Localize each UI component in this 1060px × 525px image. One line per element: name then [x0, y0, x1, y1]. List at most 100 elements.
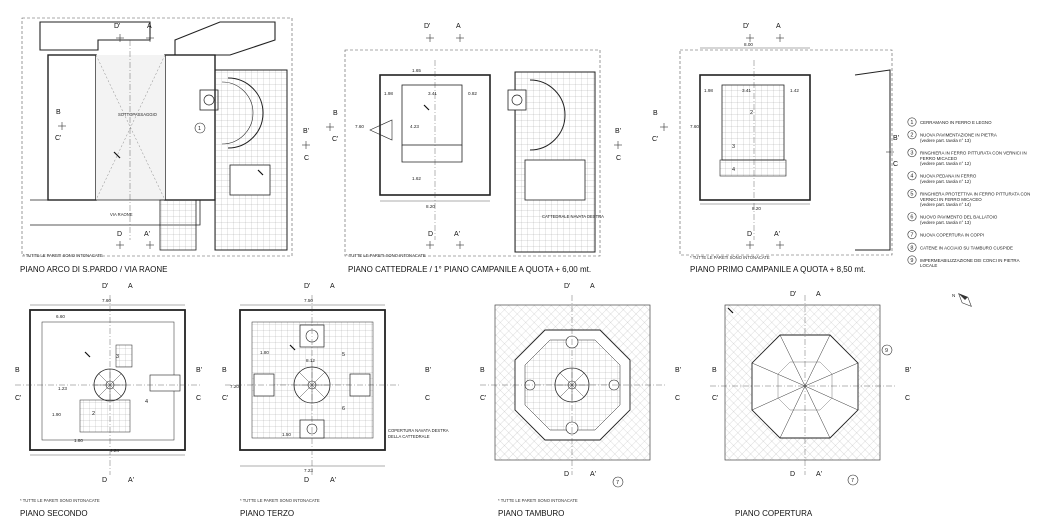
section-b-left: B [15, 367, 20, 374]
dim-1-98: 1.98 [384, 91, 393, 96]
section-b-prime-right: B' [905, 367, 911, 374]
walls-note: * TUTTE LE PARETI SONO INTONACATE [498, 498, 578, 503]
dim-4-23: 4.23 [410, 124, 419, 129]
section-d-bottom: D [790, 471, 795, 478]
legend-marker [907, 212, 917, 222]
dim-7-60: 7.60 [102, 298, 111, 303]
dim-6-60: 6.60 [56, 314, 65, 319]
plan-secondo: 7.60 6.60 1.90 1.80 4.24 1.23 3 2 4 D' A… [15, 283, 202, 518]
dim-1-80: 1.80 [260, 350, 269, 355]
legend-number: 2 [910, 133, 913, 139]
legend-text: RINGHIERA PROTETTIVA IN FERRO PITTURATA … [920, 192, 1030, 197]
section-d-prime-top: D' [102, 283, 108, 290]
dim-1-90: 1.90 [52, 412, 61, 417]
section-a-top: A [456, 23, 461, 30]
section-d-bottom: D [117, 231, 122, 238]
section-a-top: A [816, 291, 821, 298]
dim-0-82: 0.82 [468, 91, 477, 96]
section-b-prime-right: B' [425, 367, 431, 374]
dim-7-50: 7.50 [304, 298, 313, 303]
legend-marker [907, 117, 917, 127]
section-b-left: B [56, 109, 61, 116]
copertura-navata-label-2: DELLA CATTEDRALE [388, 434, 430, 439]
marker-2: 2 [92, 411, 95, 417]
section-d-prime-top: D' [564, 283, 570, 290]
marker-7: 7 [616, 480, 619, 486]
marker-3: 3 [116, 354, 119, 360]
plan-copertura: 9 7 D' A B C' B' C D A' PIANO COPERTURA [710, 291, 911, 518]
section-c-right: C [304, 155, 309, 162]
section-c-prime-left: C' [222, 395, 228, 402]
section-b-prime-right: B' [893, 135, 899, 142]
legend-text: NUOVA COPERTURA IN COPPI [920, 233, 984, 238]
legend-marker [907, 130, 917, 140]
legend-text: CERRAMANO IN FERRO E LEGNO [920, 120, 992, 125]
plan-title-terzo: PIANO TERZO [240, 509, 294, 518]
dim-1-80: 1.80 [74, 438, 83, 443]
plan-tamburo: 7 D' A B C' B' C D A' * TUTTE LE PARETI … [480, 283, 681, 518]
dim-8-12: 8.12 [306, 358, 315, 363]
section-c-right: C [616, 155, 621, 162]
walls-note: * TUTTE LE PARETI SONO INTONACATE [690, 255, 770, 260]
section-c-right: C [905, 395, 910, 402]
section-b-prime-right: B' [303, 128, 309, 135]
plan-primo-campanile: 8.00 1.98 3.41 1.42 7.60 8.20 2 3 4 D' A… [652, 23, 899, 274]
copertura-navata-label-1: COPERTURA NAVATA DESTRA [388, 428, 449, 433]
marker-7: 7 [851, 478, 854, 484]
legend-text: NUOVO PAVIMENTO DEL BALLATOIO [920, 215, 998, 220]
section-b-left: B [222, 367, 227, 374]
section-c-right: C [893, 161, 898, 168]
dim-1-98: 1.98 [704, 88, 713, 93]
legend-text: NUOVA PAVIMENTAZIONE IN PIETRA [920, 133, 997, 138]
sottopassaggio-label: SOTTOPASSAGGIO [118, 112, 158, 117]
marker-5: 5 [342, 352, 345, 358]
plan-title-copertura: PIANO COPERTURA [735, 509, 813, 518]
marker-3: 3 [732, 144, 735, 150]
dim-4-24: 4.24 [110, 448, 119, 453]
walls-note: * TUTTE LE PARETI SONO INTONACATE [346, 253, 426, 258]
section-a-prime-bottom: A' [774, 231, 780, 238]
section-d-bottom: D [564, 471, 569, 478]
section-c-right: C [196, 395, 201, 402]
legend-marker [907, 255, 917, 265]
marker-4: 4 [732, 167, 735, 173]
section-d-prime-top: D' [114, 23, 120, 30]
plan-cattedrale: CATTEDRALE NAVATA DESTRA 1.98 3.41 0.82 … [325, 23, 623, 274]
plan-arco-s-pardo: SOTTOPASSAGGIO VIA RAONE 1 D' A B C' B' … [20, 17, 311, 274]
section-c-right: C [425, 395, 430, 402]
section-d-prime-top: D' [304, 283, 310, 290]
dim-1-23: 1.23 [58, 386, 67, 391]
plan-title-arco: PIANO ARCO DI S.PARDO / VIA RAONE [20, 265, 167, 274]
legend-text: NUOVA PEDANA IN FERRO [920, 174, 977, 179]
section-d-prime-top: D' [743, 23, 749, 30]
marker-4: 4 [145, 399, 148, 405]
dim-3-41: 3.41 [428, 91, 437, 96]
dim-1-62: 1.62 [412, 176, 421, 181]
section-c-prime-left: C' [55, 135, 61, 142]
section-d-bottom: D [747, 231, 752, 238]
dim-7-60: 7.60 [355, 124, 364, 129]
section-a-prime-bottom: A' [128, 477, 134, 484]
legend-marker [907, 242, 917, 252]
legend-marker [907, 189, 917, 199]
plan-title-secondo: PIANO SECONDO [20, 509, 88, 518]
section-a-top: A [590, 283, 595, 290]
section-d-prime-top: D' [790, 291, 796, 298]
legend-text: IMPERMEABILIZZAZIONE DEI CONCI IN PIETRA [920, 258, 1020, 263]
section-c-prime-left: C' [480, 395, 486, 402]
marker-2: 2 [750, 110, 753, 116]
legend-text: (vedere part. tavola n° 12) [920, 179, 971, 184]
navata-label: CATTEDRALE NAVATA DESTRA [542, 214, 604, 219]
plan-terzo: 7.50 1.80 7.20 7.23 8.12 1.50 5 6 COPERT… [222, 283, 449, 518]
dim-7-60: 7.60 [690, 124, 699, 129]
marker-9: 9 [885, 348, 888, 354]
legend-text: RINGHIERA IN FERRO PITTURATA CON VERNICI… [920, 151, 1027, 156]
legend-text: LOCALE [920, 263, 937, 268]
legend-text: (vedere part. tavola n° 14) [920, 202, 971, 207]
legend-number: 4 [910, 174, 913, 180]
walls-note: * TUTTE LE PARETI SONO INTONACATE [23, 253, 103, 258]
section-a-prime-bottom: A' [816, 471, 822, 478]
dim-1-42: 1.42 [790, 88, 799, 93]
